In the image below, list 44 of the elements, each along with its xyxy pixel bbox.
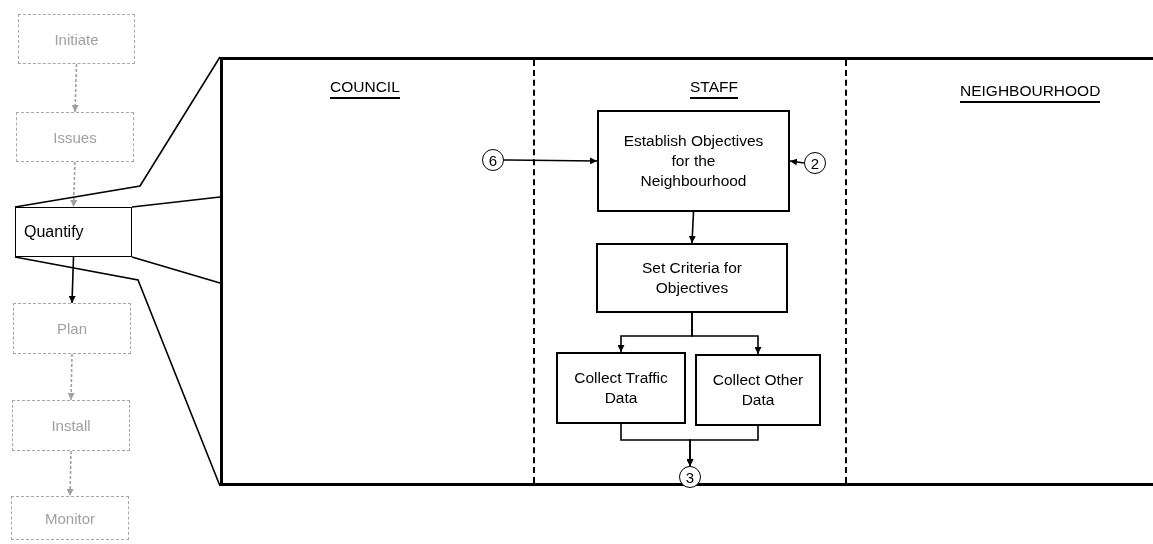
zoom-line: [131, 196, 221, 208]
arrow: [688, 211, 696, 244]
process-box: [12, 400, 130, 451]
arrow: [691, 312, 762, 355]
process-box: [15, 207, 132, 257]
arrow: [67, 353, 75, 401]
node-label: 6: [488, 152, 498, 168]
arrow: [70, 161, 78, 208]
zoom-panel: [220, 57, 1153, 486]
arrow: [68, 256, 76, 304]
connector-circle: [679, 466, 701, 488]
node-label: Collect Other Data: [711, 369, 805, 410]
process-box: [695, 354, 821, 426]
node-label: Monitor: [45, 509, 95, 527]
node-label: Install: [51, 417, 91, 434]
process-box: [11, 496, 129, 540]
process-box: [596, 243, 788, 313]
process-box: [18, 14, 135, 64]
lane-heading: NEIGHBOURHOOD: [960, 82, 1101, 103]
arrow: [789, 158, 805, 166]
arrow: [66, 450, 74, 497]
node-label: 3: [685, 469, 695, 485]
arrow: [686, 425, 759, 467]
node-label: Establish Objectives for the Neighbourhood: [623, 130, 764, 192]
node-label: 2: [810, 155, 820, 171]
zoom-line: [131, 256, 221, 284]
connector-circle: [804, 152, 826, 174]
lane-heading: STAFF: [690, 78, 738, 99]
lane-heading: COUNCIL: [330, 78, 400, 99]
connector-circle: [482, 149, 504, 171]
process-box: [556, 352, 686, 424]
node-label: Quantify: [24, 223, 84, 241]
node-label: Collect Traffic Data: [573, 367, 669, 408]
node-label: Initiate: [54, 30, 99, 48]
arrow: [71, 63, 79, 113]
node-label: Issues: [53, 128, 97, 146]
process-box: [13, 303, 131, 354]
arrow: [503, 157, 598, 165]
process-box: [597, 110, 790, 212]
zoom-line: [14, 256, 221, 487]
process-box: [16, 112, 134, 162]
zoom-line: [14, 56, 221, 208]
node-label: Set Criteria for Objectives: [641, 257, 743, 298]
node-label: Plan: [57, 320, 87, 337]
